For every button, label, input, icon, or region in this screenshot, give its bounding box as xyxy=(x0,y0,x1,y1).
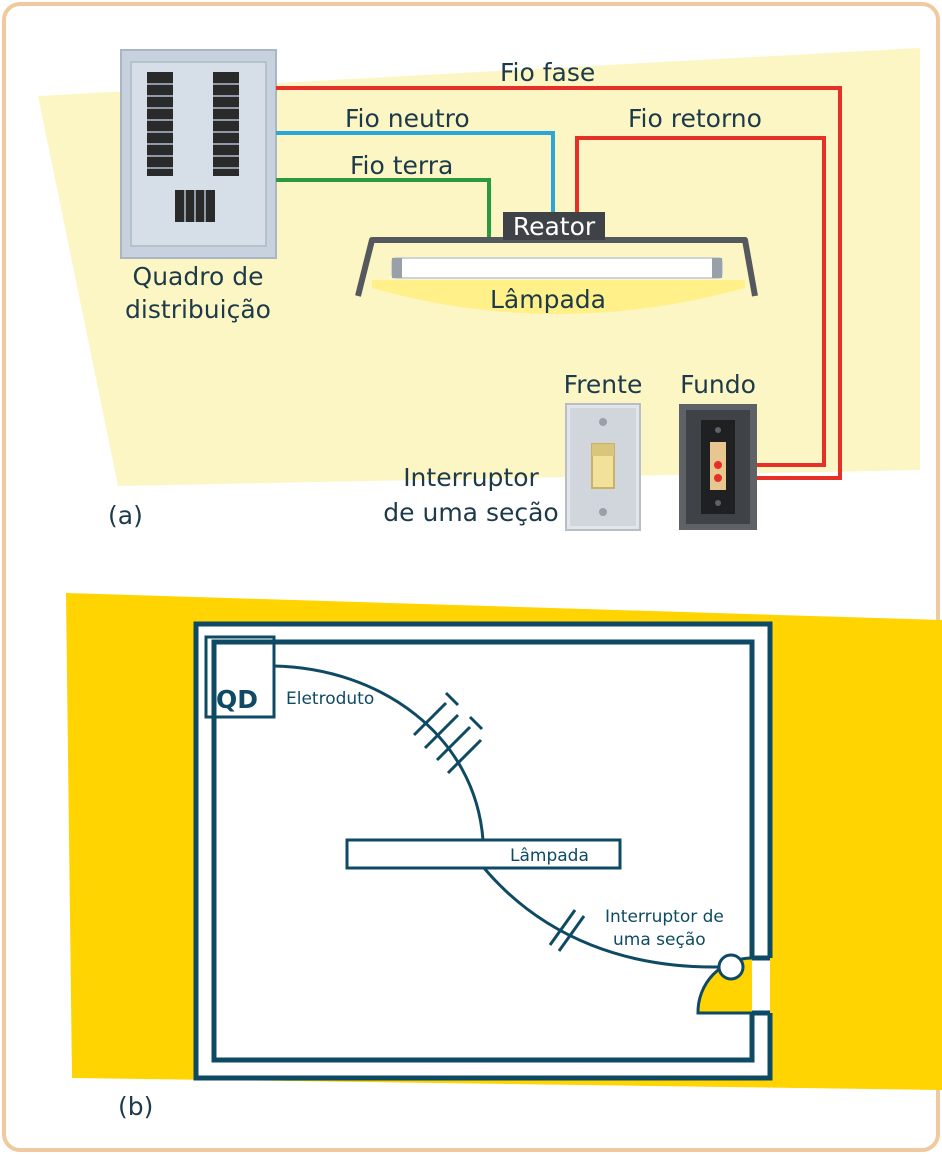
qd-box xyxy=(204,635,276,719)
ground-wire xyxy=(276,178,491,240)
panel-b-tag: (b) xyxy=(118,1092,153,1121)
breaker-right-column xyxy=(213,72,239,176)
switch-front xyxy=(565,403,641,531)
conduit-to-lamp xyxy=(273,664,485,841)
plan-switch-label-line1: Interruptor de xyxy=(605,907,724,927)
neutral-wire xyxy=(276,131,555,212)
ground-wire-label: Fio terra xyxy=(350,151,453,180)
switch-back-label: Fundo xyxy=(680,370,756,399)
light-glow xyxy=(372,280,745,314)
panel-b: QD Lâmpada Eletroduto Interruptor de uma… xyxy=(66,593,942,1121)
lamp-label: Lâmpada xyxy=(490,285,606,314)
ballast-box xyxy=(503,212,605,240)
inner-wall xyxy=(211,639,755,1063)
switch-back xyxy=(679,404,757,530)
board-label-line1: Quadro de xyxy=(133,262,264,291)
panel-a: Fio fase Fio neutro Fio retorno Fio terr… xyxy=(38,48,920,531)
distribution-board xyxy=(120,49,277,259)
phase-wire-label: Fio fase xyxy=(500,58,595,87)
switch-front-label: Frente xyxy=(564,370,643,399)
ballast-label: Reator xyxy=(513,212,596,241)
conductor-marks-lamp xyxy=(412,691,484,775)
conduit-label: Eletroduto xyxy=(286,689,374,709)
lamp-symbol xyxy=(345,838,622,870)
qd-label: QD xyxy=(216,685,258,714)
conduit-to-switch xyxy=(482,867,719,969)
return-wire xyxy=(575,136,826,467)
return-wire-label: Fio retorno xyxy=(628,104,762,133)
board-label-line2: distribuição xyxy=(125,295,271,324)
neutral-wire-label: Fio neutro xyxy=(345,104,470,133)
phase-wire xyxy=(276,86,842,480)
fluorescent-tube xyxy=(391,257,723,279)
switch-symbol xyxy=(717,953,745,981)
plan-lamp-label: Lâmpada xyxy=(510,846,589,866)
conductor-marks-switch xyxy=(548,909,586,952)
plan-switch-label-line2: uma seção xyxy=(613,930,706,950)
switch-label-line1: Interruptor xyxy=(403,463,539,492)
switch-label-line2: de uma seção xyxy=(383,498,558,527)
luminaire: Reator Lâmpada xyxy=(355,212,758,314)
panel-a-tag: (a) xyxy=(108,501,143,530)
breaker-left-column xyxy=(147,72,173,176)
